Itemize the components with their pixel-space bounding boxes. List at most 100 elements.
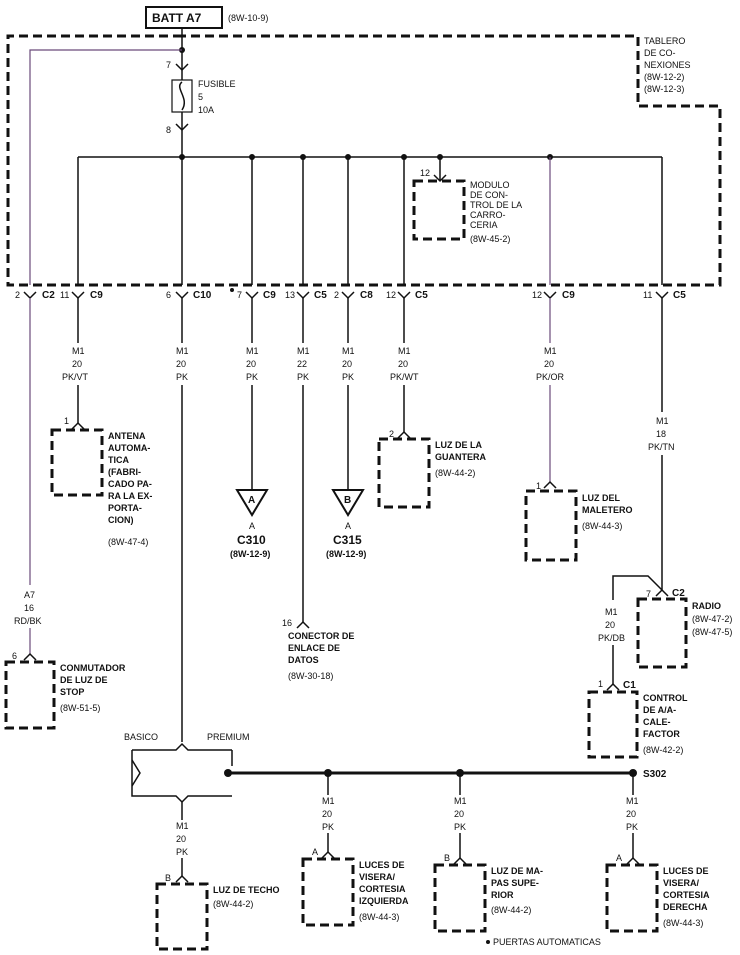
svg-text:20: 20	[398, 359, 408, 369]
splice-c315-triangle	[331, 489, 365, 517]
bcm-line-1: MODULO	[470, 180, 510, 190]
conn-c9b-dot	[230, 288, 234, 292]
visor-right-box	[605, 863, 659, 933]
footnote-bullet	[486, 940, 490, 944]
glovebox-box	[377, 437, 431, 509]
trunk-ref: (8W-44-3)	[582, 521, 622, 531]
svg-text:M1: M1	[322, 796, 335, 806]
bcm-line-4: CARRO-	[470, 210, 506, 220]
visor-right-pin: A	[616, 853, 622, 863]
svg-text:PAS SUPE-: PAS SUPE-	[491, 878, 539, 888]
svg-text:PK: PK	[297, 372, 309, 382]
svg-text:PK/OR: PK/OR	[536, 372, 565, 382]
svg-text:M1: M1	[454, 796, 467, 806]
bcm-box	[412, 179, 466, 241]
glovebox-line-2: GUANTERA	[435, 452, 486, 462]
antenna-pin: 1	[64, 416, 69, 426]
stop-box	[4, 660, 56, 730]
svg-text:20: 20	[342, 359, 352, 369]
visor-left-pin: A	[312, 847, 318, 857]
conn-c5a-pin: 13	[285, 290, 295, 300]
svg-text:A7: A7	[24, 590, 35, 600]
premium-drops	[327, 773, 634, 858]
conn-c10-name: C10	[193, 290, 212, 301]
trunk-pin: 1	[536, 481, 541, 491]
svg-text:IZQUIERDA: IZQUIERDA	[359, 896, 409, 906]
svg-text:PK/VT: PK/VT	[62, 372, 89, 382]
conn-c5b-pin: 12	[386, 290, 396, 300]
splice-c310-name: C310	[237, 533, 266, 547]
bcm-connector	[433, 174, 447, 183]
svg-text:M1: M1	[246, 346, 259, 356]
visor-left-connector	[321, 850, 335, 859]
splice-c315-letter: B	[344, 495, 351, 506]
conn-c9a-pin: 11	[60, 290, 69, 300]
svg-text:22: 22	[297, 359, 307, 369]
stop-line-1: CONMUTADOR	[60, 663, 126, 673]
radio-pin: 7	[646, 589, 651, 599]
svg-text:AUTOMA-: AUTOMA-	[108, 443, 150, 453]
svg-text:20: 20	[176, 359, 186, 369]
svg-text:M1: M1	[605, 607, 618, 617]
stop-line-2: DE LUZ DE	[60, 675, 108, 685]
svg-text:CONTROL: CONTROL	[643, 693, 688, 703]
svg-text:VISERA/: VISERA/	[663, 878, 700, 888]
conn-c9b-name: C9	[263, 290, 276, 301]
dlc-line-3: DATOS	[288, 655, 319, 665]
radio-ref-1: (8W-47-2)	[692, 614, 732, 624]
radio-line-1: RADIO	[692, 601, 721, 611]
dlc-connector	[296, 620, 310, 629]
visor-right-connector	[626, 856, 640, 865]
svg-text:PK: PK	[626, 822, 638, 832]
fuse: 7 FUSIBLE 5 10A 8	[166, 60, 236, 157]
conn-c9a-name: C9	[90, 290, 103, 301]
svg-text:PK/WT: PK/WT	[390, 372, 419, 382]
bcm-line-5: CERIA	[470, 220, 498, 230]
conn-c9b-pin: 7	[237, 290, 242, 300]
map-ref: (8W-44-2)	[491, 905, 531, 915]
s302-label: S302	[643, 769, 667, 780]
conn-c5c-pin: 11	[643, 290, 652, 300]
svg-text:ANTENA: ANTENA	[108, 431, 146, 441]
dome-line-1: LUZ DE TECHO	[213, 885, 280, 895]
radio-ref-2: (8W-47-5)	[692, 627, 732, 637]
antenna-box	[50, 428, 104, 497]
svg-text:20: 20	[246, 359, 256, 369]
visor-left-box	[301, 857, 355, 927]
radio-conn: C2	[672, 588, 685, 599]
svg-text:PK: PK	[454, 822, 466, 832]
svg-text:DE A/A-: DE A/A-	[643, 705, 676, 715]
radio-connector	[655, 588, 669, 597]
svg-text:LUCES DE: LUCES DE	[359, 860, 405, 870]
panel-line-1: TABLERO	[644, 36, 685, 46]
svg-text:(FABRI-: (FABRI-	[108, 467, 141, 477]
svg-text:LUZ DE MA-: LUZ DE MA-	[491, 866, 543, 876]
svg-text:PK: PK	[342, 372, 354, 382]
dlc-ref: (8W-30-18)	[288, 671, 333, 681]
ac-connector	[606, 682, 620, 691]
svg-text:20: 20	[544, 359, 554, 369]
svg-text:TICA: TICA	[108, 455, 129, 465]
glovebox-line-1: LUZ DE LA	[435, 440, 482, 450]
radio-box	[636, 597, 688, 669]
splice-c315-ref: (8W-12-9)	[326, 549, 366, 559]
variant-bracket-bottom	[131, 750, 232, 804]
ac-conn: C1	[623, 680, 636, 691]
dome-box	[155, 882, 209, 951]
variant-basic: BASICO	[124, 732, 158, 742]
svg-text:20: 20	[454, 809, 464, 819]
splice-c310-triangle	[235, 489, 269, 517]
map-text: LUZ DE MA-PAS SUPE- RIOR	[491, 866, 543, 900]
batt-label: BATT A7	[152, 11, 202, 25]
svg-text:PK: PK	[176, 847, 188, 857]
antenna-connector	[71, 421, 85, 430]
fuse-label: FUSIBLE	[198, 79, 236, 89]
conn-c5c-name: C5	[673, 290, 686, 301]
radio-jumper-wire	[612, 575, 663, 600]
svg-text:PK: PK	[176, 372, 188, 382]
map-connector	[453, 856, 467, 865]
